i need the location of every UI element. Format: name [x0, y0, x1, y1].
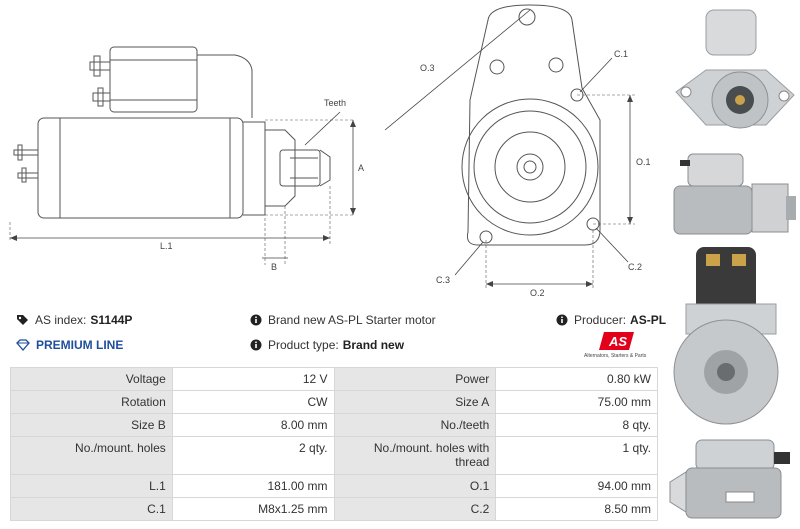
label-a: A	[358, 163, 364, 173]
spec-value: 2 qty.	[171, 436, 335, 475]
spec-key: Size B	[10, 413, 173, 437]
logo-subtitle: Alternators, Starters & Parts	[584, 353, 647, 359]
solenoid-outline	[109, 46, 198, 113]
table-row: Voltage 12 V Power 0.80 kW	[10, 367, 658, 391]
premium-line-row: PREMIUM LINE	[16, 338, 123, 352]
spec-key: No./teeth	[333, 413, 497, 437]
spec-value: CW	[171, 390, 335, 414]
diamond-icon	[16, 339, 30, 351]
label-o2: O.2	[530, 288, 545, 298]
spec-value: 8.00 mm	[171, 413, 335, 437]
info-icon	[250, 314, 262, 326]
as-index-row: AS index: S1144P	[16, 313, 132, 327]
product-info: AS index: S1144P PREMIUM LINE Brand new …	[14, 311, 666, 363]
spec-key: C.2	[333, 497, 497, 521]
table-row: L.1 181.00 mm O.1 94.00 mm	[10, 474, 658, 498]
spec-table: Voltage 12 V Power 0.80 kW Rotation CW S…	[10, 367, 658, 521]
description-row: Brand new AS-PL Starter motor	[250, 313, 436, 327]
spec-key: Rotation	[10, 390, 173, 414]
product-type-value: Brand new	[342, 338, 405, 352]
table-row: No./mount. holes 2 qty. No./mount. holes…	[10, 436, 658, 475]
spec-value: 0.80 kW	[495, 367, 658, 391]
photo-rear-view[interactable]	[666, 242, 800, 432]
info-icon	[556, 314, 568, 326]
as-pl-logo: AS Alternators, Starters & Parts	[584, 331, 654, 359]
spec-key: No./mount. holes with thread	[333, 436, 497, 475]
label-b: B	[271, 262, 277, 272]
table-row: C.1 M8x1.25 mm C.2 8.50 mm	[10, 497, 658, 521]
technical-drawing: Teeth A L.1 B O.3 C.1 O.1 O.2 C.2 C.3	[0, 0, 665, 300]
spec-value: 8 qty.	[495, 413, 658, 437]
spec-value: 12 V	[171, 367, 335, 391]
producer-label: Producer:	[574, 313, 627, 327]
producer-row: Producer: AS-PL	[556, 313, 666, 327]
spec-key: C.1	[10, 497, 173, 521]
producer-value: AS-PL	[630, 313, 667, 327]
description-text: Brand new AS-PL Starter motor	[268, 313, 436, 327]
label-c2: C.2	[628, 262, 642, 272]
tag-icon	[17, 315, 28, 325]
info-icon	[250, 339, 262, 351]
spec-value: 75.00 mm	[495, 390, 658, 414]
photo-front-view[interactable]	[666, 0, 800, 146]
table-row: Size B 8.00 mm No./teeth 8 qty.	[10, 413, 658, 437]
as-index-label: AS index:	[35, 313, 87, 327]
spec-key: Power	[333, 367, 497, 391]
spec-key: No./mount. holes	[10, 436, 173, 475]
product-photos	[666, 0, 800, 529]
as-logo-mark: AS	[599, 332, 634, 350]
spec-value: 181.00 mm	[171, 474, 335, 498]
logo-text: AS	[608, 334, 627, 349]
motor-body-outline	[37, 117, 244, 219]
flange-outline	[467, 4, 601, 246]
label-o3: O.3	[420, 63, 435, 73]
label-c1: C.1	[614, 49, 628, 59]
spec-key: Voltage	[10, 367, 173, 391]
label-teeth: Teeth	[324, 98, 346, 108]
product-type-row: Product type: Brand new	[250, 338, 404, 352]
table-row: Rotation CW Size A 75.00 mm	[10, 390, 658, 414]
spec-value: 8.50 mm	[495, 497, 658, 521]
label-l1: L.1	[160, 241, 173, 251]
spec-value: M8x1.25 mm	[171, 497, 335, 521]
premium-line-label: PREMIUM LINE	[36, 338, 124, 352]
spec-value: 94.00 mm	[495, 474, 658, 498]
as-index-value: S1144P	[90, 313, 133, 327]
spec-key: O.1	[333, 474, 497, 498]
spec-value: 1 qty.	[495, 436, 658, 475]
product-type-label: Product type:	[268, 338, 339, 352]
spec-key: Size A	[333, 390, 497, 414]
label-c3: C.3	[436, 275, 450, 285]
photo-side-view[interactable]	[666, 146, 800, 242]
label-o1: O.1	[636, 157, 651, 167]
starter-motor-drawing: Teeth A L.1 B O.3 C.1 O.1 O.2 C.2 C.3	[9, 4, 651, 298]
spec-key: L.1	[10, 474, 173, 498]
photo-angle-view[interactable]	[666, 432, 800, 529]
